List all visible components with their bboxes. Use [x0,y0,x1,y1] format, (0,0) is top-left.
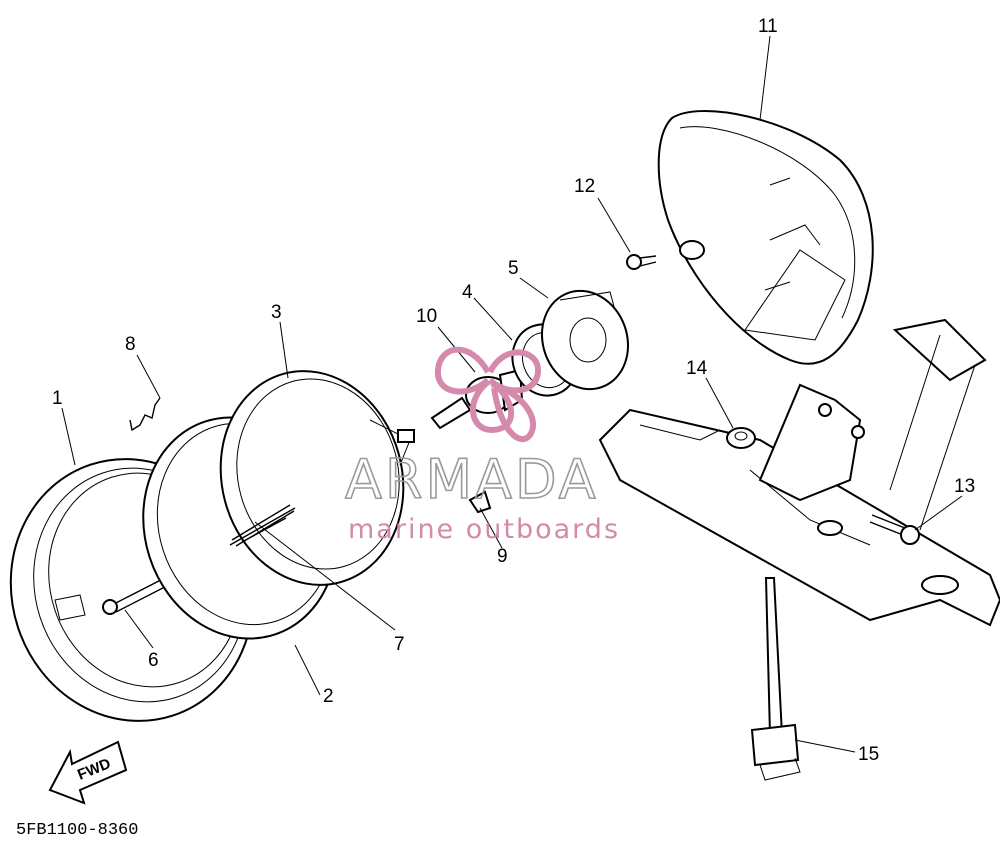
callout-6: 6 [148,650,159,671]
watermark-brand: ARMADA [345,448,599,511]
callout-3: 3 [271,302,282,323]
callout-7: 7 [394,634,405,655]
callout-8: 8 [125,334,136,355]
callout-2: 2 [323,686,334,707]
part-7-spring [229,504,296,547]
watermark-logo-icon [434,346,541,443]
callout-5: 5 [508,258,519,279]
mounting-bracket [598,318,1000,627]
callout-13: 13 [954,476,975,497]
callout-4: 4 [462,282,473,303]
part-14-nut [726,427,756,449]
part-12-bolt [626,254,657,270]
part-13-bolt [869,514,920,545]
watermark-tagline: marine outboards [348,514,620,545]
part-8-clip [129,397,161,432]
part-5-cover [540,289,630,391]
part-11-housing [657,110,874,365]
callout-15: 15 [858,744,879,765]
callout-numbers: 1 2 3 4 5 6 7 8 9 10 11 12 13 14 15 [52,16,975,765]
part-15-cable-tie [750,577,801,781]
callout-11: 11 [758,16,778,37]
drawing-code: 5FB1100-8360 [16,821,138,840]
callout-14: 14 [686,358,708,379]
leader-lines [61,35,963,753]
callout-1: 1 [52,388,63,409]
watermark: ARMADA marine outboards [344,346,620,545]
callout-10: 10 [416,306,437,327]
callout-9: 9 [497,546,508,567]
fwd-arrow-icon: FWD [48,740,128,805]
part-3-reflector [219,370,415,586]
part-9-terminal [468,490,492,514]
callout-12: 12 [574,176,595,197]
